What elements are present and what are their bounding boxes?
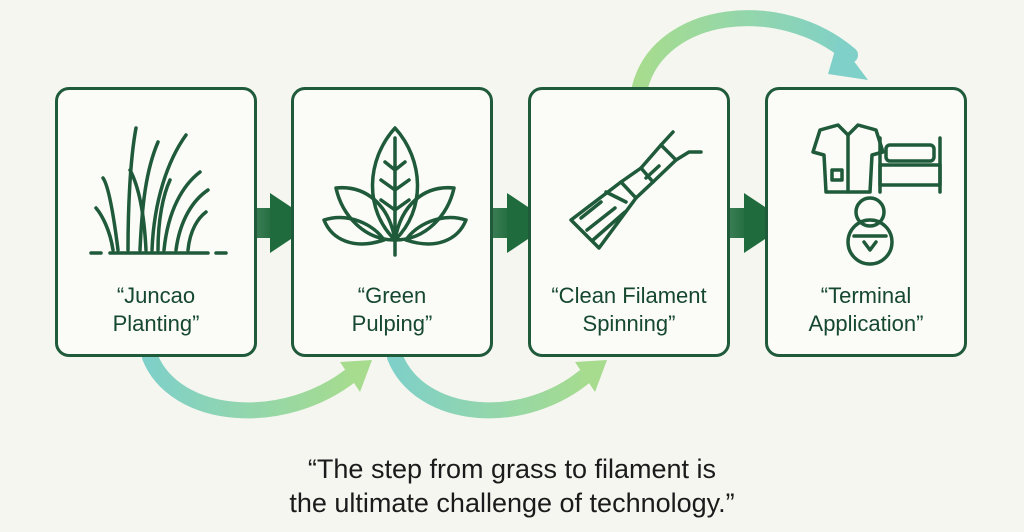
curve-arrow-3 bbox=[632, 10, 858, 95]
step-card-juncao-planting: “Juncao Planting” bbox=[55, 87, 257, 357]
spinning-nozzle-icon bbox=[569, 130, 703, 250]
step-label: “Terminal Application” bbox=[808, 283, 924, 336]
curve-arrow-2 bbox=[387, 349, 598, 419]
curve-arrow-1 bbox=[142, 349, 363, 419]
step-card-terminal-application: “Terminal Application” bbox=[765, 87, 967, 357]
curve-arrowhead-2 bbox=[575, 360, 607, 392]
shirt-icon bbox=[811, 123, 885, 194]
applications-icon bbox=[811, 123, 942, 266]
baby-icon bbox=[846, 196, 894, 266]
step-card-green-pulping: “Green Pulping” bbox=[291, 87, 493, 357]
leaves-icon bbox=[322, 126, 468, 257]
bed-icon bbox=[878, 136, 942, 194]
closing-quote: “The step from grass to filament is the … bbox=[289, 454, 735, 518]
curve-arrowhead-1 bbox=[340, 360, 372, 392]
step-label: “Green Pulping” bbox=[351, 283, 433, 336]
step-card-clean-filament-spinning: “Clean Filament Spinning” bbox=[528, 87, 730, 357]
curve-arrowhead-3 bbox=[828, 40, 868, 80]
step-label: “Juncao Planting” bbox=[112, 283, 200, 336]
grass-icon bbox=[89, 126, 228, 255]
step-label: “Clean Filament Spinning” bbox=[551, 283, 707, 336]
